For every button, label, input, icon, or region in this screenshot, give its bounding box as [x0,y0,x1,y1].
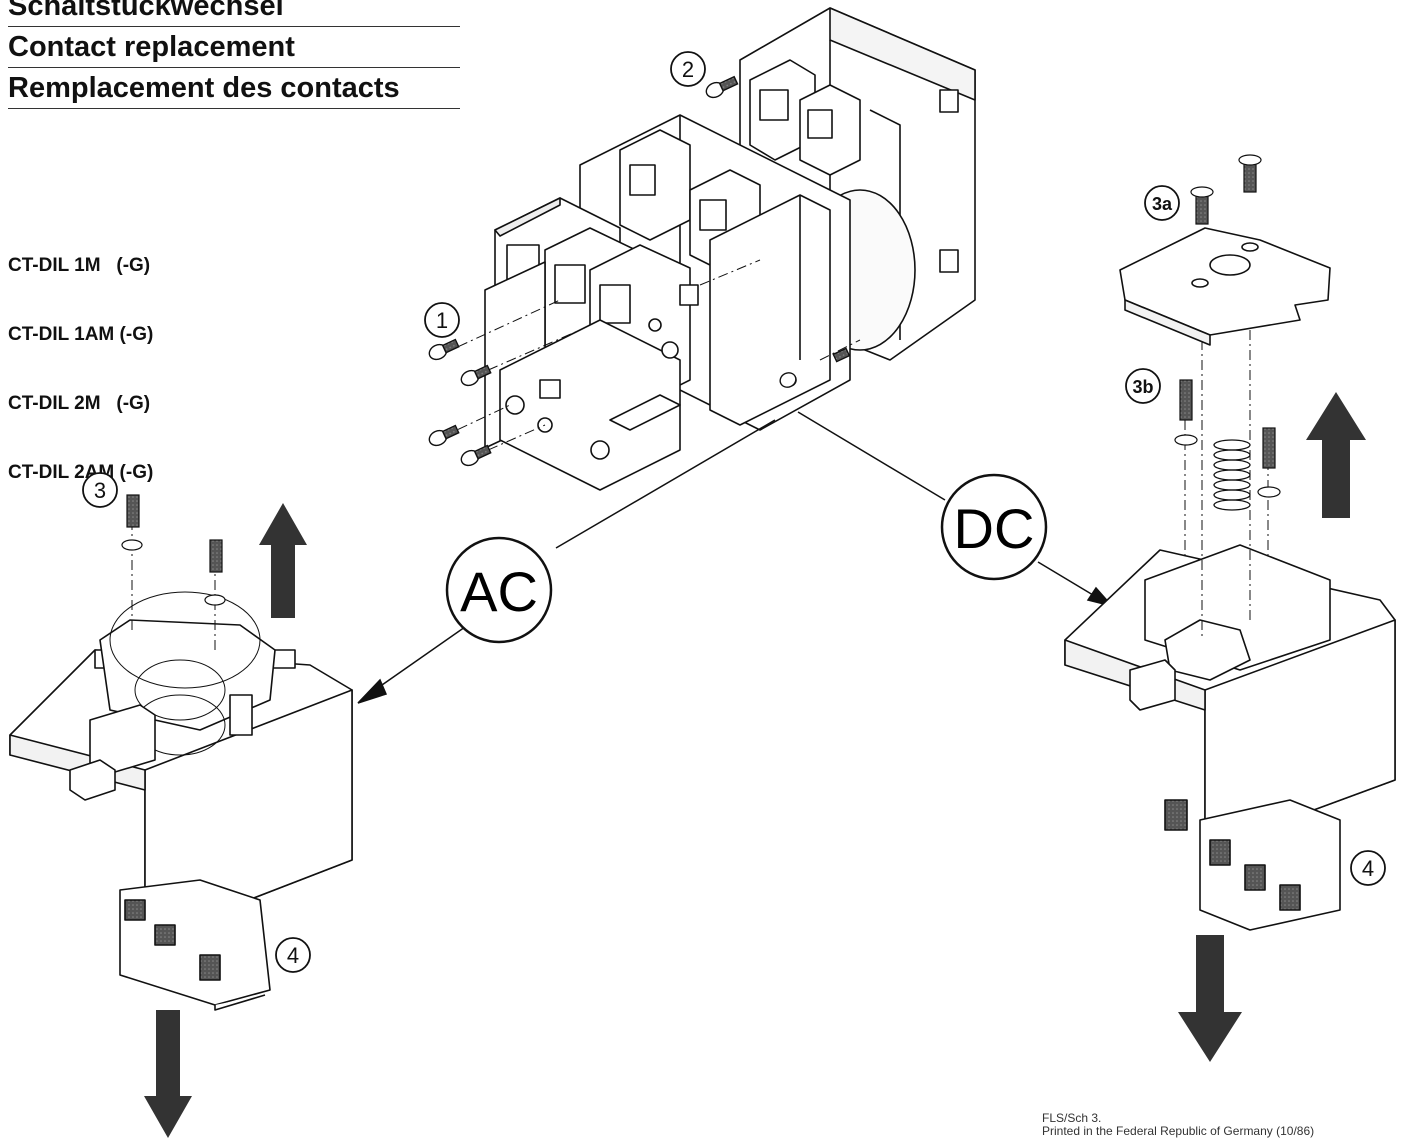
callout-step1: 1 [424,302,460,338]
model-item: CT-DIL 1M (-G) [8,255,151,276]
dc-cover-plate [1119,227,1331,346]
screw-step3b [1174,379,1281,498]
callout-step4-dc: 4 [1350,850,1386,886]
callout-step3: 3 [82,472,118,508]
svg-text:3a: 3a [1152,194,1173,214]
screw-step3a [1190,154,1262,225]
svg-text:2: 2 [682,57,694,82]
svg-text:3b: 3b [1132,377,1153,397]
footer-note: FLS/Sch 3. Printed in the Federal Republ… [1042,1112,1314,1138]
callout-step2: 2 [670,51,706,87]
model-item: CT-DIL 1AM (-G) [8,324,154,345]
arrow-down-ac [144,1010,192,1138]
screw-set-step1 [428,75,851,467]
arrow-up-dc [1306,392,1366,518]
callout-step3b: 3b [1125,368,1161,404]
screw-step3 [121,494,226,606]
footer-printed: Printed in the Federal Republic of Germa… [1042,1124,1315,1138]
dc-variant-circle: DC [940,473,1048,581]
ac-contact-carrier [9,520,353,1011]
title-french: Remplacement des contacts [8,68,460,109]
model-item: CT-DIL 2M (-G) [8,393,151,414]
model-list: CT-DIL 1M (-G) CT-DIL 1AM (-G) CT-DIL 2M… [8,208,153,507]
svg-text:4: 4 [287,943,299,968]
dc-label: DC [954,497,1035,560]
svg-text:1: 1 [436,308,448,333]
title-block: Schaltstückwechsel Contact replacement R… [8,0,460,109]
svg-text:4: 4 [1362,856,1374,881]
arrow-up-ac [259,503,307,618]
callout-step4-ac: 4 [275,937,311,973]
footer-code: FLS/Sch 3. [1042,1111,1102,1125]
ac-variant-circle: AC [445,536,553,644]
title-german: Schaltstückwechsel [8,0,460,27]
svg-text:3: 3 [94,478,106,503]
title-english: Contact replacement [8,27,460,68]
ac-label: AC [460,560,538,623]
contactor-assembly [439,7,976,491]
ac-leader-line [357,419,776,704]
callout-step3a: 3a [1144,185,1180,221]
dc-contact-carrier [1064,250,1396,931]
arrow-down-dc [1178,935,1242,1062]
